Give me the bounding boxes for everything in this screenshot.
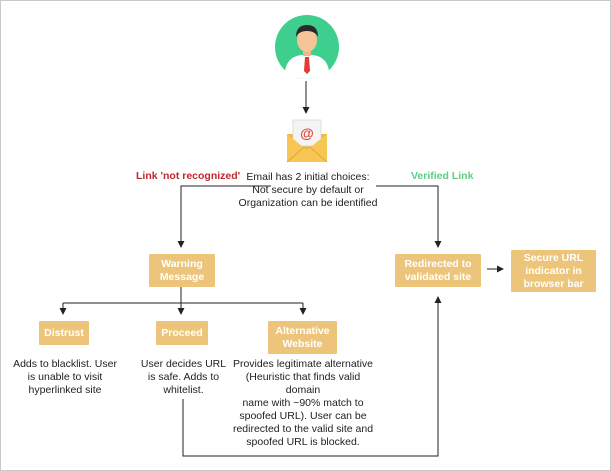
proceed-description: User decides URL is safe. Adds to whitel… (140, 358, 227, 396)
label-not-recognized: Link 'not recognized' (136, 170, 241, 182)
secure-url-box: Secure URL indicator in browser bar (511, 250, 596, 292)
warning-message-box: Warning Message (149, 254, 215, 287)
email-envelope-icon: @ (286, 119, 328, 163)
proceed-box: Proceed (156, 321, 208, 345)
connector-to-warning (177, 185, 271, 248)
email-choices-text: Email has 2 initial choices: Not secure … (238, 171, 378, 209)
user-avatar-icon (275, 15, 339, 79)
label-verified-link: Verified Link (411, 170, 474, 182)
redirected-box: Redirected to validated site (395, 254, 481, 287)
connector-proceed-to-redirected (182, 296, 442, 457)
distrust-description: Adds to blacklist. User is unable to vis… (13, 358, 117, 396)
distrust-box: Distrust (39, 321, 89, 345)
svg-text:@: @ (300, 125, 314, 141)
alternative-website-box: Alternative Website (268, 321, 337, 354)
alternative-description: Provides legitimate alternative (Heurist… (232, 358, 374, 448)
connector-to-redirected (376, 185, 442, 248)
